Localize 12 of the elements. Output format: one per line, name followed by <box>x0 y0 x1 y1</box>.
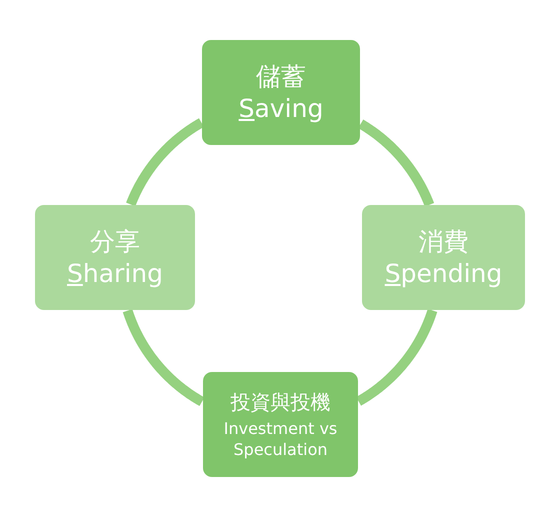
chinese-label: 分享 <box>90 226 140 258</box>
stage-box <box>362 205 525 310</box>
stage-box <box>202 40 360 145</box>
chinese-label: 消費 <box>418 226 468 258</box>
stage-box <box>203 372 358 477</box>
english-label: Sharing <box>67 258 163 290</box>
english-label: Spending <box>384 258 502 290</box>
stage-box <box>35 205 195 310</box>
english-label: Saving <box>238 93 324 124</box>
chinese-label: 儲蓄 <box>256 60 306 93</box>
english-label: Investment vs Speculation <box>222 418 338 460</box>
chinese-label: 投資與投機 <box>230 388 330 415</box>
